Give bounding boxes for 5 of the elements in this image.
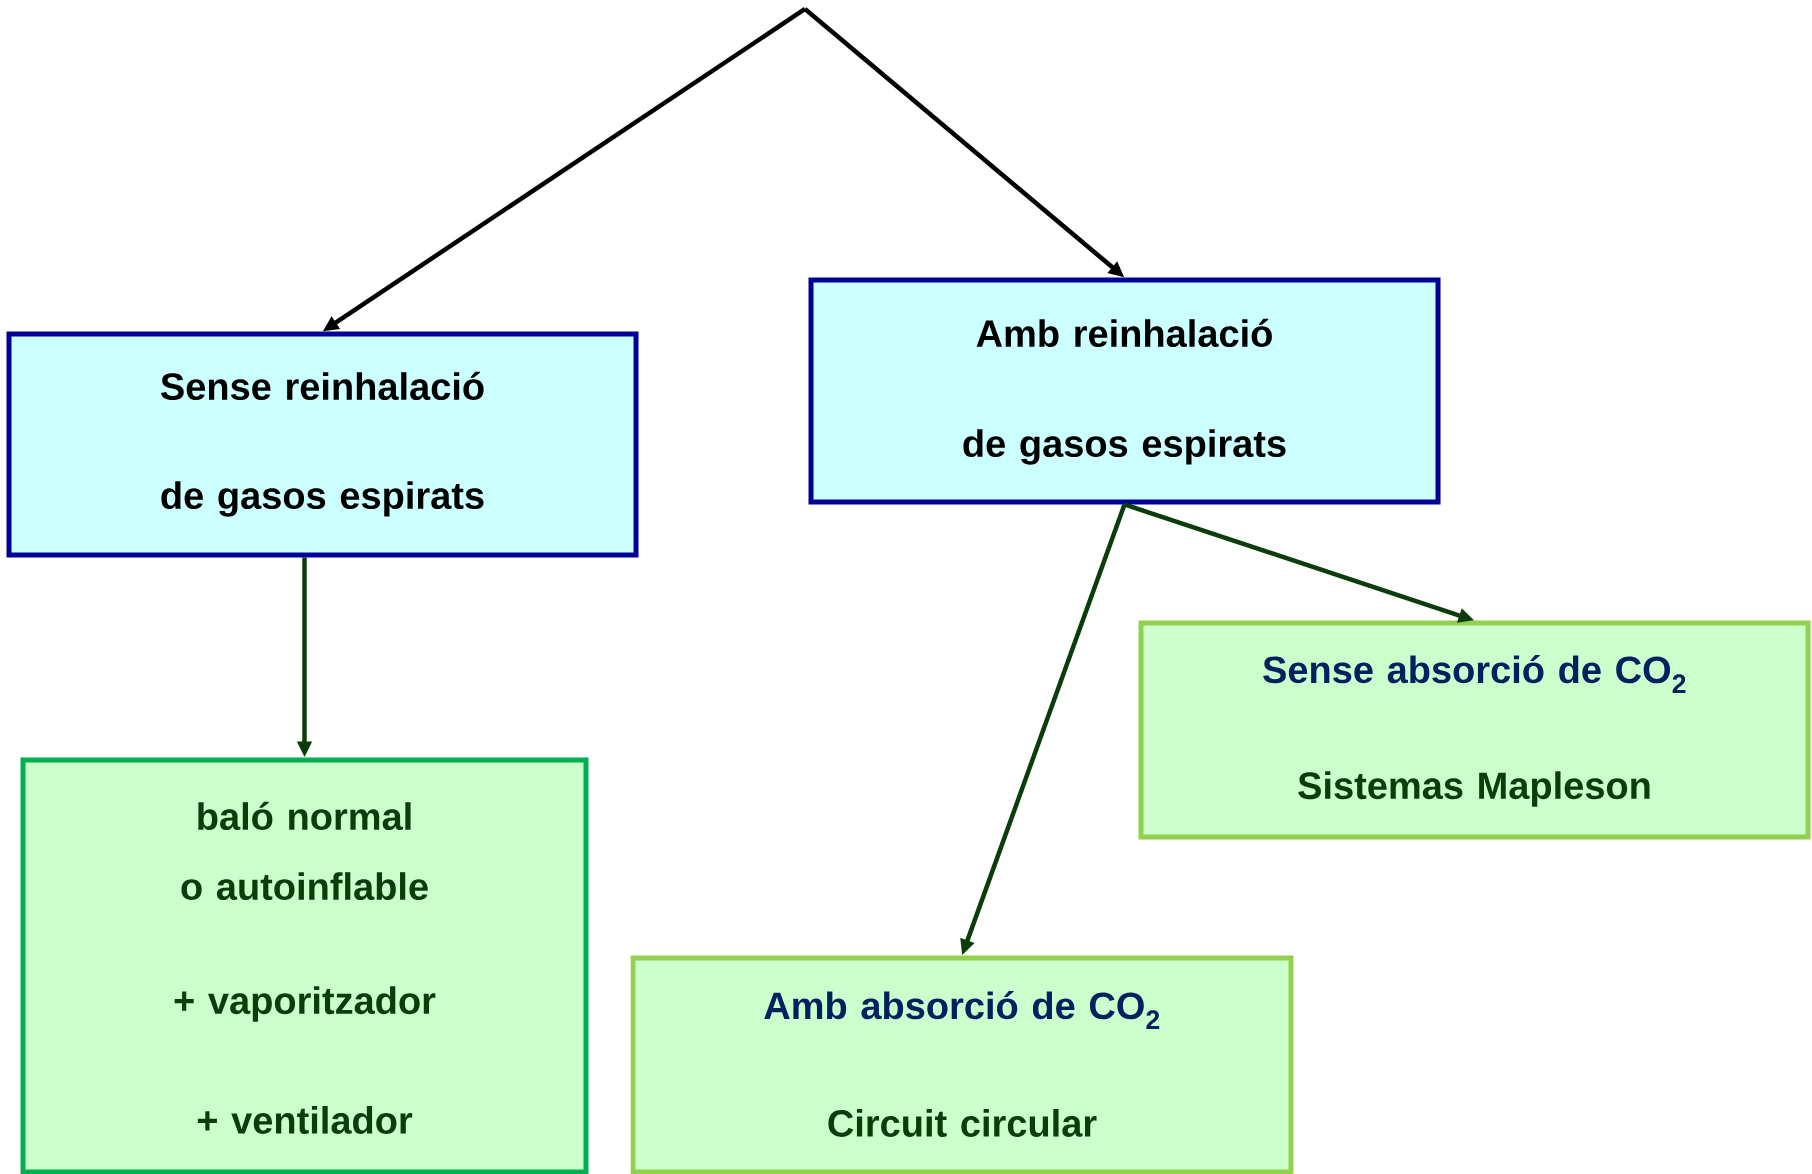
process-box: Amb reinhalació de gasos espirats <box>808 277 1441 505</box>
process-box: Sense reinhalació de gasos espirats <box>6 331 639 558</box>
process-box: Amb absorció de CO$_{2}$ Circuit circular <box>630 955 1294 1174</box>
process-box: baló normal o autoinflable + vaporitzador + ventilador <box>20 757 589 1174</box>
process-box: Sense absorció de CO$_{2}$ Sistemas Mapleson <box>1138 620 1811 840</box>
